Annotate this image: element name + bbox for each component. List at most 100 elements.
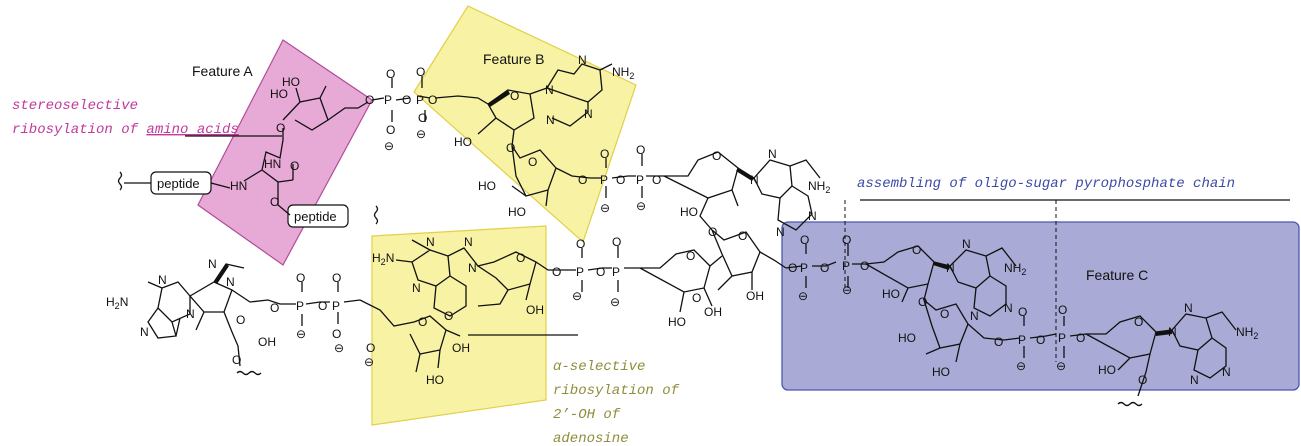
atom-o: O [1018, 305, 1027, 319]
atom-o: O [1134, 315, 1143, 329]
atom-oh: OH [526, 303, 544, 317]
atom-p: P [416, 93, 424, 107]
atom-nh2: NH2 [1236, 325, 1258, 341]
atom-h2n: H2N [106, 295, 128, 311]
minus-charge: ⊖ [798, 289, 808, 303]
atom-ho: HO [270, 87, 288, 101]
atom-o: O [616, 173, 625, 187]
atom-n: N [808, 209, 817, 223]
atom-n: N [584, 107, 593, 121]
atom-label: N [386, 251, 395, 265]
atom-o: O [270, 195, 279, 209]
stereo-wedge [736, 168, 754, 181]
minus-charge: ⊖ [1016, 359, 1026, 373]
atom-ho: HO [282, 75, 300, 89]
atom-o: O [712, 149, 721, 163]
annotation-line: ribosylation of [553, 383, 680, 399]
atom-label: H [106, 295, 115, 309]
alpha-annotation: α-selective ribosylation of 2’-OH of ade… [553, 359, 680, 446]
atom-o: O [418, 111, 427, 125]
annotation-line: stereoselective [12, 98, 138, 114]
atom-o: O [600, 147, 609, 161]
chain-terminus-squiggle [117, 171, 123, 191]
atom-ho: HO [478, 179, 496, 193]
atom-o: O [296, 271, 305, 285]
chain-annotation: assembling of oligo-sugar pyrophosphate … [857, 176, 1235, 192]
chain-terminus-squiggle [1117, 401, 1143, 407]
atom-o: O [418, 315, 427, 329]
atom-label: NH [1004, 261, 1021, 275]
atom-ho: HO [508, 205, 526, 219]
atom-o: O [994, 335, 1003, 349]
atom-n: N [578, 53, 587, 67]
atom-o: O [236, 313, 245, 327]
atom-n: N [464, 235, 473, 249]
minus-charge: ⊖ [842, 283, 852, 297]
atom-subscript: 2 [381, 257, 386, 267]
atom-o: O [290, 159, 299, 173]
atom-n: N [1004, 301, 1013, 315]
atom-o: O [365, 93, 374, 107]
atom-p: P [1018, 333, 1026, 347]
atom-p: P [612, 265, 620, 279]
atom-n: N [545, 83, 554, 97]
atom-n: N [1222, 365, 1231, 379]
chain-terminus-squiggle [373, 205, 379, 225]
atom-o: O [402, 93, 411, 107]
atom-o: O [386, 67, 395, 81]
atom-n: N [970, 309, 979, 323]
feature-c-region [781, 221, 1300, 391]
minus-charge: ⊖ [636, 199, 646, 213]
atom-o: O [428, 93, 437, 107]
atom-o: O [510, 89, 519, 103]
peptide-right-label: peptide [294, 209, 337, 224]
atom-subscript: 2 [1021, 267, 1026, 277]
atom-o: O [528, 155, 537, 169]
atom-o: O [332, 327, 341, 341]
atom-o: O [576, 237, 585, 251]
atom-nh2: NH2 [808, 179, 830, 195]
atom-o: O [636, 143, 645, 157]
atom-n: N [226, 275, 235, 289]
atom-n: N [1190, 373, 1199, 387]
atom-hn: HN [264, 157, 281, 171]
atom-o: O [708, 225, 717, 239]
atom-o: O [276, 121, 285, 135]
annotation-line-text: ribosylation of [12, 122, 146, 138]
atom-o: O [516, 251, 525, 265]
atom-ho: HO [426, 373, 444, 387]
minus-charge: ⊖ [296, 327, 306, 341]
atom-nh2: NH2 [1004, 261, 1026, 277]
atom-n: N [412, 281, 421, 295]
atom-p: P [1058, 331, 1066, 345]
atom-n: N [158, 273, 167, 287]
atom-o: O [386, 123, 395, 137]
atom-o: O [366, 341, 375, 355]
atom-subscript: 2 [825, 185, 830, 195]
feature-a-annotation: stereoselective ribosylation of amino ac… [12, 98, 239, 138]
annotation-line: ribosylation of amino acids [12, 122, 239, 138]
atom-n: N [1168, 325, 1177, 339]
stereo-wedge [214, 264, 229, 284]
atom-o: O [940, 307, 949, 321]
atom-o: O [232, 353, 241, 367]
minus-charge: ⊖ [600, 201, 610, 215]
annotation-line: adenosine [553, 431, 629, 446]
atom-ho: HO [898, 331, 916, 345]
atom-o: O [612, 235, 621, 249]
atom-o: O [552, 265, 561, 279]
atom-n: N [546, 113, 555, 127]
atom-p: P [296, 299, 304, 313]
atom-n: N [768, 147, 777, 161]
atom-ho: HO [932, 365, 950, 379]
atom-n: N [468, 261, 477, 275]
atom-o: O [578, 173, 587, 187]
atom-o: O [1036, 333, 1045, 347]
atom-ho: HO [668, 315, 686, 329]
feature-a-label: Feature A [192, 63, 253, 79]
atom-o: O [506, 141, 515, 155]
stereo-wedge [1156, 330, 1172, 336]
minus-charge: ⊖ [572, 289, 582, 303]
atom-h2n: H2N [372, 251, 394, 267]
